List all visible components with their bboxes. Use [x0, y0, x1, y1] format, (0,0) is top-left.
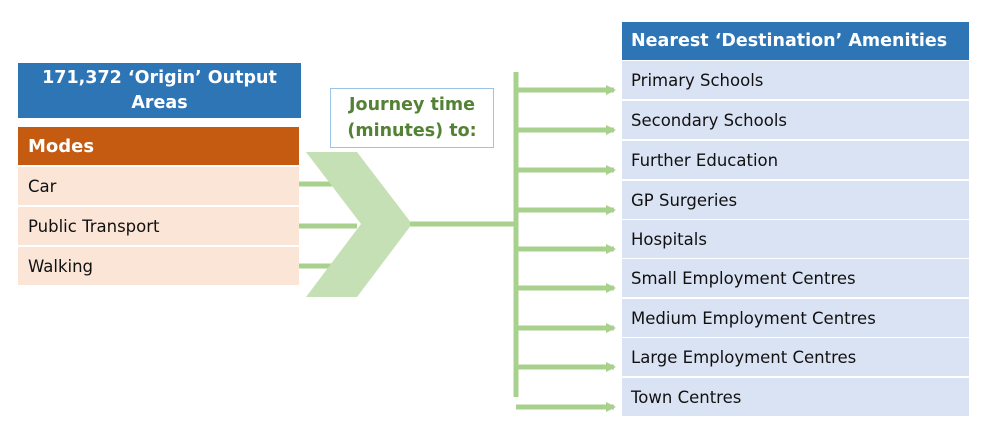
destination-label: Primary Schools: [631, 70, 764, 90]
modes-header: Modes: [18, 127, 299, 165]
journey-time-label: Journey time (minutes) to:: [347, 95, 477, 141]
mode-label: Car: [28, 176, 57, 196]
destination-item-secondary-schools: Secondary Schools: [622, 101, 969, 139]
destination-amenities-header: Nearest ‘Destination’ Amenities: [622, 22, 969, 60]
mode-label: Public Transport: [28, 216, 160, 236]
destination-title: Nearest ‘Destination’ Amenities: [631, 31, 948, 51]
destination-label: Town Centres: [631, 387, 742, 407]
journey-time-box: Journey time (minutes) to:: [330, 88, 494, 148]
destination-item-hospitals: Hospitals: [622, 220, 969, 258]
destination-item-primary-schools: Primary Schools: [622, 61, 969, 99]
destination-label: Large Employment Centres: [631, 347, 857, 367]
destination-item-large-employment-centres: Large Employment Centres: [622, 338, 969, 376]
mode-item-public-transport: Public Transport: [18, 207, 299, 245]
destination-item-small-employment-centres: Small Employment Centres: [622, 259, 969, 297]
destination-label: Secondary Schools: [631, 110, 788, 130]
mode-label: Walking: [28, 256, 94, 276]
mode-item-car: Car: [18, 167, 299, 205]
destination-item-gp-surgeries: GP Surgeries: [622, 181, 969, 219]
destination-label: GP Surgeries: [631, 190, 738, 210]
mode-item-walking: Walking: [18, 247, 299, 285]
destination-item-town-centres: Town Centres: [622, 378, 969, 416]
destination-item-medium-employment-centres: Medium Employment Centres: [622, 299, 969, 337]
origin-label: 171,372 ‘Origin’ Output Areas: [42, 67, 277, 113]
destination-label: Hospitals: [631, 229, 707, 249]
modes-title: Modes: [28, 135, 95, 157]
destination-item-further-education: Further Education: [622, 141, 969, 179]
destination-label: Further Education: [631, 150, 779, 170]
origin-output-areas-box: 171,372 ‘Origin’ Output Areas: [18, 63, 301, 118]
destination-label: Medium Employment Centres: [631, 308, 876, 328]
chevron-arrow-shape: [306, 152, 412, 297]
destination-label: Small Employment Centres: [631, 268, 856, 288]
